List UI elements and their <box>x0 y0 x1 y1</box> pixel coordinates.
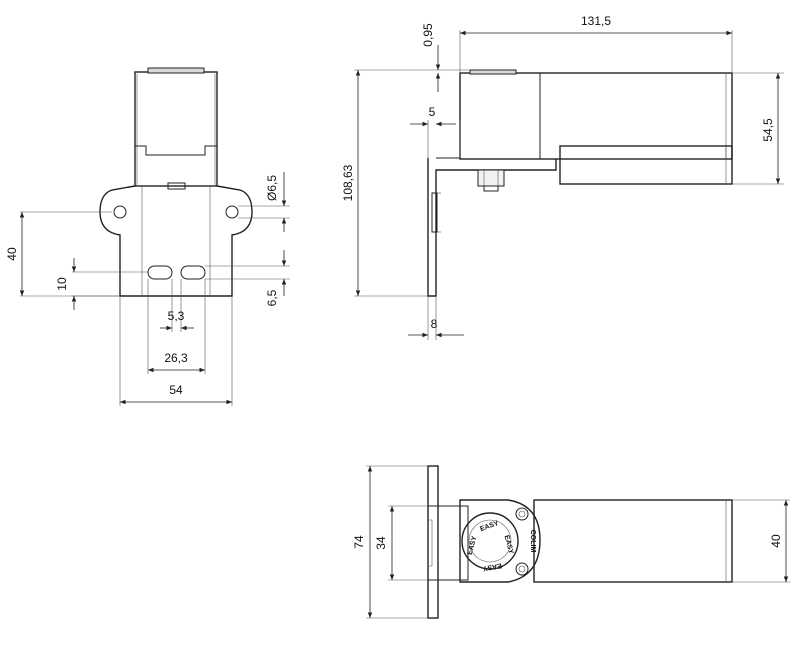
easy-label-left: EASY <box>467 535 479 556</box>
front-housing <box>134 71 218 187</box>
dim-74: 74 <box>352 535 366 549</box>
top-view: EASY EASY EASY EASY COLIM 74 34 40 <box>352 465 790 619</box>
easy-label-right: EASY <box>503 534 515 555</box>
dim-8: 8 <box>431 317 438 331</box>
side-housing <box>459 72 733 160</box>
easy-label-top: EASY <box>479 520 500 533</box>
front-cap <box>147 67 205 74</box>
dim-34: 34 <box>374 536 388 550</box>
side-view: 131,5 0,95 108,63 54,5 5 8 <box>341 14 784 340</box>
side-cap <box>469 69 517 75</box>
dim-slot-width: 5,3 <box>168 309 185 323</box>
dim-40-front: 40 <box>5 247 19 261</box>
mount-hole-right <box>225 205 239 219</box>
side-cylinder <box>559 145 733 185</box>
easy-cap <box>461 512 519 570</box>
dim-10863: 108,63 <box>341 164 355 201</box>
side-nut <box>477 169 505 187</box>
screw-bottom <box>515 562 529 576</box>
dim-545: 54,5 <box>761 118 775 142</box>
brand-label: COLIM <box>529 530 536 553</box>
slot-right <box>180 265 206 280</box>
front-bracket-plate <box>99 185 253 297</box>
top-plate <box>427 465 439 619</box>
side-bracket <box>427 158 557 297</box>
dim-1315: 131,5 <box>581 14 611 28</box>
screw-top <box>515 507 529 521</box>
easy-label-bottom: EASY <box>482 561 502 571</box>
dim-slot-offset: 6,5 <box>265 289 279 306</box>
dim-10: 10 <box>55 277 69 291</box>
top-cylinder <box>533 499 733 583</box>
dim-095: 0,95 <box>421 23 435 47</box>
top-head <box>459 499 541 583</box>
dim-40-top: 40 <box>769 534 783 548</box>
dim-54: 54 <box>169 383 183 397</box>
dim-5: 5 <box>429 105 436 119</box>
mount-hole-left <box>113 205 127 219</box>
dim-hole-diameter: Ø6,5 <box>265 175 279 201</box>
slot-left <box>147 265 173 280</box>
dim-slot-span: 26,3 <box>164 351 188 365</box>
front-view: 40 10 Ø6,5 6,5 5,3 26,3 54 <box>5 67 290 406</box>
